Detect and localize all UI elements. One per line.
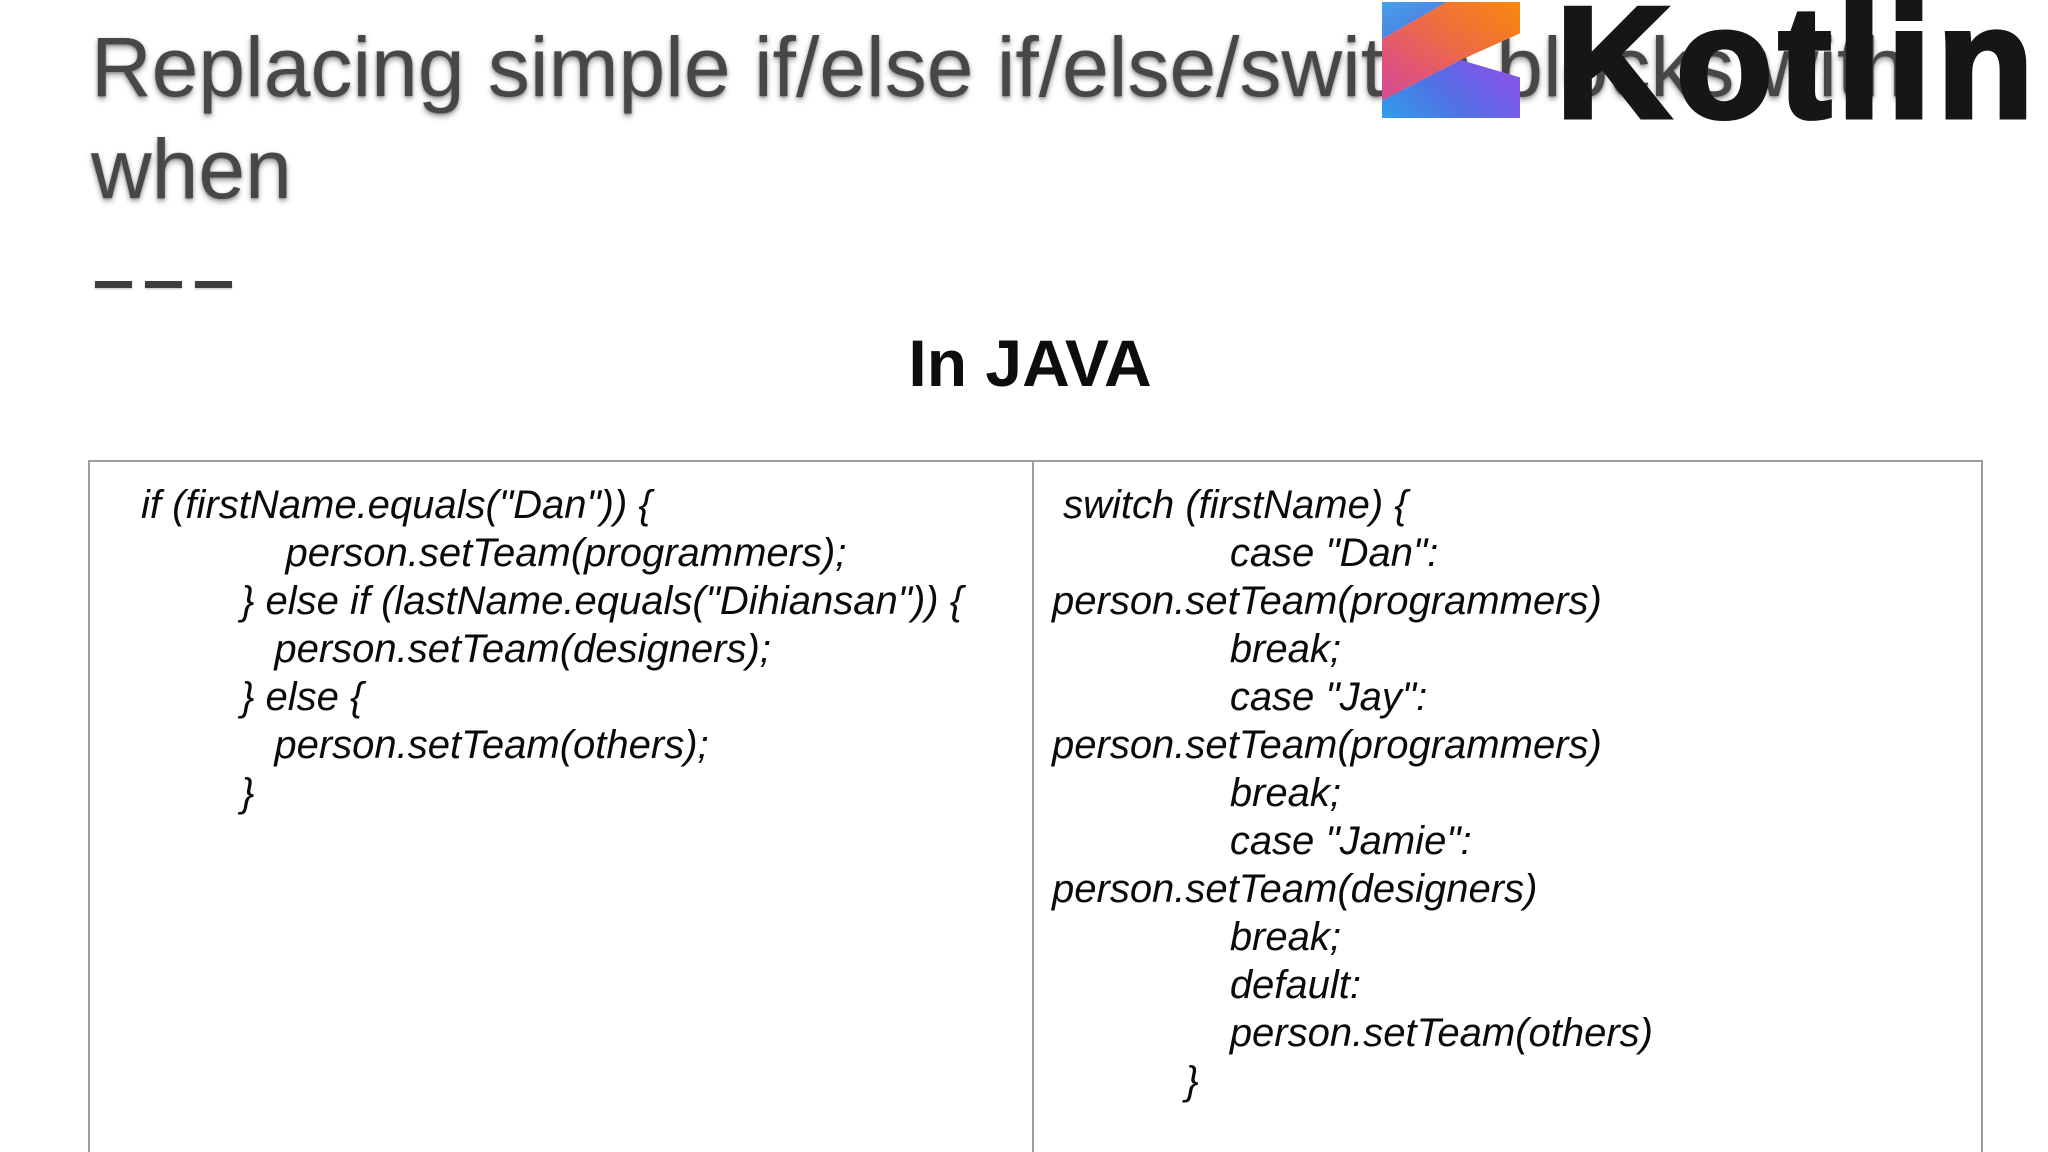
code-line: person.setTeam(others) <box>1052 1011 1653 1055</box>
code-line: } else if (lastName.equals("Dihiansan"))… <box>141 579 964 623</box>
code-line: case "Jamie": <box>1052 819 1472 863</box>
code-line: case "Dan": <box>1052 531 1439 575</box>
slide-title-line2: when <box>91 122 292 216</box>
code-line: break; <box>1052 915 1341 959</box>
code-line: } <box>141 771 255 815</box>
section-heading: In JAVA <box>908 326 1152 400</box>
title-divider-dash <box>195 281 232 288</box>
code-line: } <box>1052 1059 1199 1103</box>
slide-title: Replacing simple if/else if/else/switch … <box>91 16 1907 220</box>
title-divider-dash <box>95 281 132 288</box>
kotlin-logo-icon <box>1382 2 1520 118</box>
code-box-divider <box>1032 462 1034 1152</box>
code-line: person.setTeam(programmers); <box>141 531 847 575</box>
slide-title-line1: Replacing simple if/else if/else/switch … <box>91 20 1908 114</box>
code-line: if (firstName.equals("Dan")) { <box>141 483 652 527</box>
code-line: break; <box>1052 627 1341 671</box>
code-line: switch (firstName) { <box>1052 483 1408 527</box>
code-line: case "Jay": <box>1052 675 1428 719</box>
code-panel-java-switch: switch (firstName) { case "Dan":person.s… <box>1052 481 1653 1105</box>
code-line: person.setTeam(others); <box>141 723 709 767</box>
title-divider <box>95 281 232 288</box>
code-line: } else { <box>141 675 364 719</box>
code-line: break; <box>1052 771 1341 815</box>
title-divider-dash <box>145 281 182 288</box>
kotlin-wordmark: Kotlin <box>1554 0 2040 151</box>
code-line: person.setTeam(designers); <box>141 627 771 671</box>
code-line: person.setTeam(programmers) <box>1052 723 1602 767</box>
code-comparison-box: if (firstName.equals("Dan")) { person.se… <box>88 460 1983 1152</box>
code-line: person.setTeam(programmers) <box>1052 579 1602 623</box>
code-panel-java-ifelse: if (firstName.equals("Dan")) { person.se… <box>141 481 963 817</box>
code-line: default: <box>1052 963 1362 1007</box>
code-line: person.setTeam(designers) <box>1052 867 1538 911</box>
